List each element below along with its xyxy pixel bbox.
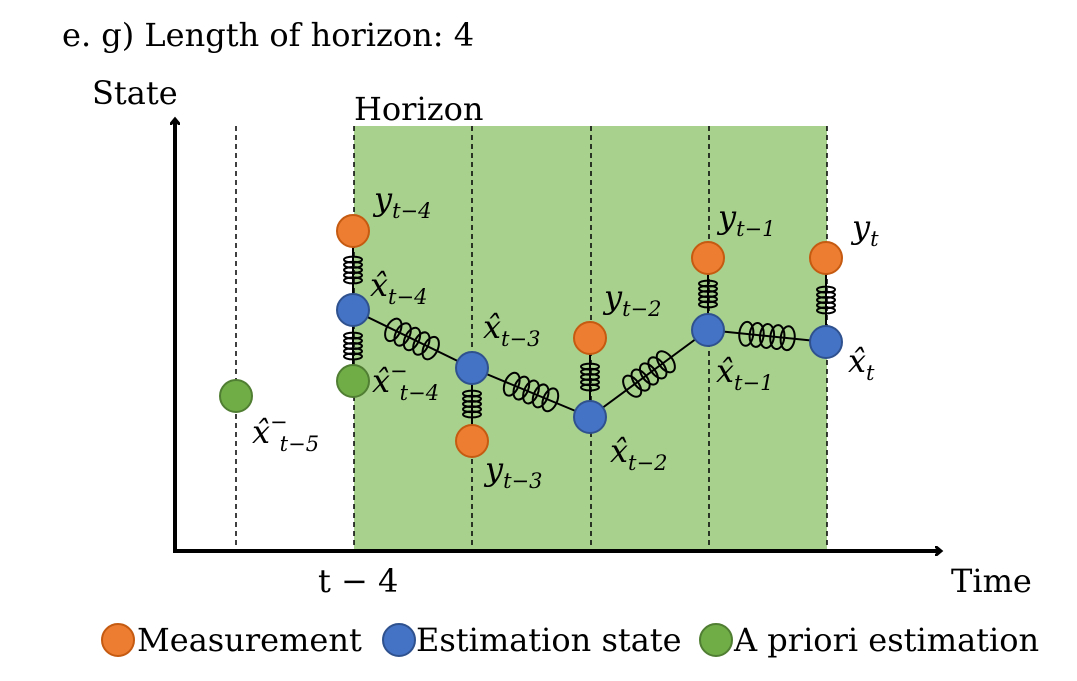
diagram-title: e. g) Length of horizon: 4 [62,16,474,54]
label-xhat-t-2: x̂t−2 [610,432,667,475]
measurement-node-t [809,241,843,275]
label-y-t-4: yt−4 [372,180,431,223]
label-xprior-t-4: x̂−t−4 [372,359,439,405]
spring-yt-xt [816,285,836,315]
x-axis-label: Time [951,562,1032,600]
apriori-node-t-5 [219,379,253,413]
label-xprior-t-5: x̂−t−5 [252,410,319,456]
estimation-node-t-4 [336,293,370,327]
apriori-node-t-4 [336,364,370,398]
spring-xt2-xt1 [622,350,676,398]
spring-xt3-yt3 [462,389,482,419]
legend-measurement-label: Measurement [137,621,362,659]
estimation-node-t-3 [455,351,489,385]
spring-xt1-xt [738,320,796,352]
horizon-label: Horizon [354,90,483,128]
legend: Measurement Estimation state A priori es… [101,621,1039,659]
nodes [219,214,843,458]
legend-estimation-label: Estimation state [416,621,682,659]
estimation-node-t-1 [691,313,725,347]
estimation-node-t [809,325,843,359]
estimation-node-t-2 [573,400,607,434]
spring-xt3-xt2 [502,371,560,413]
legend-apriori-label: A priori estimation [733,621,1039,659]
label-y-t-2: yt−2 [602,278,661,321]
springs [343,255,836,419]
spring-yt4-xt4 [343,255,363,285]
label-xhat-t-4: x̂t−4 [370,266,427,309]
spring-xt4-xprior [343,331,363,361]
spring-yt1-xt1 [698,279,718,309]
label-xhat-t-3: x̂t−3 [483,308,540,351]
label-xhat-t: x̂t [848,342,875,385]
legend-apriori-icon [699,623,733,657]
spring-yt2-xt2 [580,362,600,392]
measurement-node-t-2 [573,321,607,355]
legend-estimation-icon [382,623,416,657]
label-y-t: yt [850,208,879,251]
y-axis-label: State [92,74,178,112]
measurement-node-t-4 [336,214,370,248]
measurement-node-t-3 [455,424,489,458]
x-tick-label: t − 4 [318,562,398,600]
spring-xt4-xt3 [384,317,440,361]
label-xhat-t-1: x̂t−1 [716,352,773,395]
node-labels: yt−4 x̂t−4 x̂−t−4 x̂−t−5 x̂t−3 yt−3 yt−2… [252,180,879,493]
legend-measurement-icon [101,623,135,657]
label-y-t-3: yt−3 [483,450,542,493]
label-y-t-1: yt−1 [716,198,775,241]
measurement-node-t-1 [691,241,725,275]
